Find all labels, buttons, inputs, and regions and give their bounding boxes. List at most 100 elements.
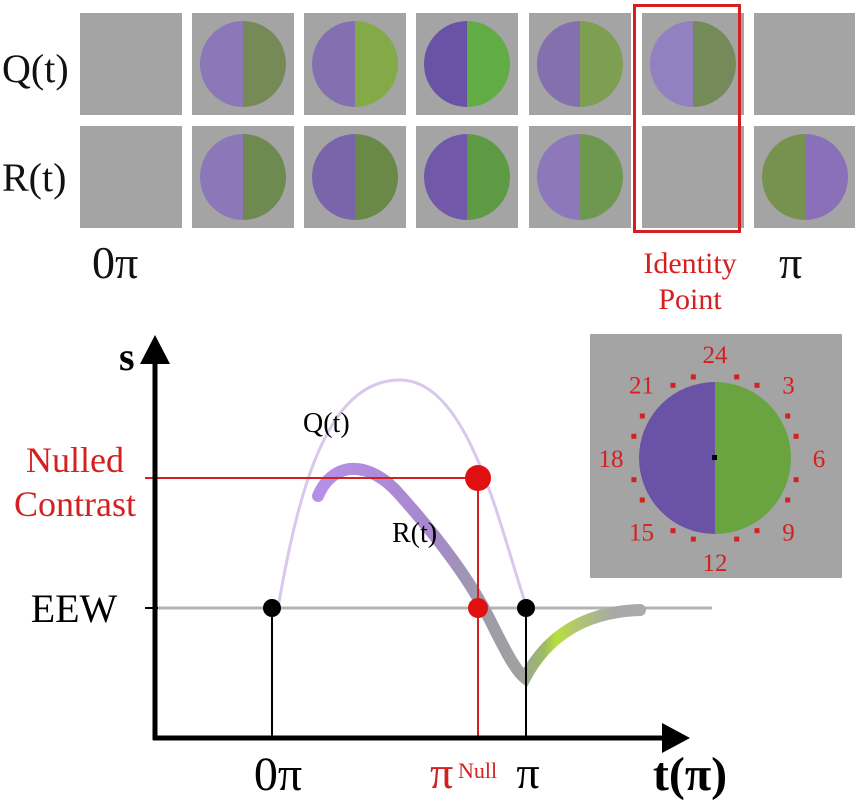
clock-tick-mark bbox=[754, 382, 760, 388]
clock-tick-mark bbox=[734, 374, 740, 380]
q-tile-2 bbox=[304, 13, 406, 115]
disc-left-half bbox=[650, 21, 693, 107]
identity-point-line2: Point bbox=[658, 283, 722, 316]
x-tick-null-pi: π bbox=[430, 747, 453, 798]
disc-left-half bbox=[200, 21, 243, 107]
half-disc-icon bbox=[200, 21, 286, 107]
clock-label: 15 bbox=[629, 520, 654, 547]
clock-tick-mark bbox=[690, 374, 696, 380]
clock-left-half bbox=[639, 382, 715, 534]
half-disc-icon bbox=[537, 21, 623, 107]
r-curve-label: R(t) bbox=[392, 518, 437, 549]
tile-label-pi: π bbox=[779, 237, 803, 288]
point-nulled-contrast bbox=[465, 465, 491, 491]
disc-left-half bbox=[312, 21, 355, 107]
clock-tick-mark bbox=[690, 536, 696, 542]
clock-tick-mark bbox=[754, 528, 760, 534]
disc-right-half bbox=[467, 21, 510, 107]
half-disc-icon bbox=[650, 21, 736, 107]
clock-marks bbox=[631, 374, 799, 542]
disc-right-half bbox=[580, 21, 623, 107]
clock-label: 9 bbox=[782, 520, 795, 547]
y-axis-arrow bbox=[140, 335, 170, 364]
q-tile-3 bbox=[416, 13, 518, 115]
clock-label: 12 bbox=[703, 550, 728, 577]
disc-left-half bbox=[537, 134, 580, 220]
r-tile-2 bbox=[304, 126, 406, 228]
disc-right-half bbox=[355, 134, 398, 220]
q-tile-6 bbox=[754, 13, 855, 115]
clock-center-dot bbox=[712, 455, 717, 460]
r-tile-5 bbox=[642, 126, 744, 228]
half-disc-icon bbox=[312, 21, 398, 107]
disc-right-half bbox=[580, 134, 623, 220]
x-tick-zero-pi: 0π bbox=[254, 748, 302, 801]
r-tile-4 bbox=[529, 126, 631, 228]
identity-point-line1: Identity bbox=[643, 247, 737, 280]
clock-tick-mark bbox=[785, 413, 791, 419]
clock-right-half bbox=[715, 382, 791, 534]
clock-svg: 24 3 6 9 12 15 18 21 bbox=[599, 342, 826, 577]
disc-right-half bbox=[805, 134, 848, 220]
point-r-at-null bbox=[468, 598, 488, 618]
clock-tick-mark bbox=[639, 413, 645, 419]
identity-point-label: Identity Point bbox=[620, 246, 760, 318]
r-tile-0 bbox=[80, 126, 182, 228]
q-tile-1 bbox=[192, 13, 294, 115]
r-curve bbox=[312, 462, 646, 688]
clock-tick-mark bbox=[793, 477, 799, 483]
half-disc-icon bbox=[200, 134, 286, 220]
clock-label: 3 bbox=[782, 373, 795, 400]
disc-left-half bbox=[200, 134, 243, 220]
row-label-q: Q(t) bbox=[2, 46, 69, 91]
clock-tick-mark bbox=[670, 528, 676, 534]
clock-panel: 24 3 6 9 12 15 18 21 bbox=[590, 334, 842, 578]
clock-tick-mark bbox=[734, 536, 740, 542]
q-tile-5 bbox=[642, 13, 744, 115]
disc-right-half bbox=[243, 21, 286, 107]
disc-right-half bbox=[693, 21, 736, 107]
q-curve bbox=[276, 378, 529, 609]
y-axis-label: s bbox=[119, 334, 135, 379]
clock-label: 21 bbox=[629, 373, 654, 400]
disc-left-half bbox=[312, 134, 355, 220]
x-axis-label: t(π) bbox=[653, 748, 727, 801]
disc-left-half bbox=[762, 134, 805, 220]
half-disc-icon bbox=[424, 134, 510, 220]
eew-label: EEW bbox=[31, 586, 118, 631]
half-disc-icon bbox=[424, 21, 510, 107]
half-disc-icon bbox=[762, 134, 848, 220]
q-tile-0 bbox=[80, 13, 182, 115]
clock-tick-mark bbox=[785, 497, 791, 503]
clock-tick-mark bbox=[631, 433, 637, 439]
q-curve-label: Q(t) bbox=[303, 408, 350, 439]
tile-label-zero-pi: 0π bbox=[92, 237, 139, 288]
r-tile-6 bbox=[754, 126, 855, 228]
nulled-label-line1: Nulled bbox=[26, 440, 124, 480]
disc-left-half bbox=[537, 21, 580, 107]
point-zero-pi bbox=[263, 599, 281, 617]
disc-right-half bbox=[467, 134, 510, 220]
identity-point-box bbox=[633, 4, 741, 233]
clock-label: 24 bbox=[703, 342, 729, 369]
clock-tick-mark bbox=[639, 497, 645, 503]
x-tick-pi: π bbox=[516, 747, 539, 798]
disc-left-half bbox=[424, 21, 467, 107]
x-tick-null-sub: Null bbox=[458, 758, 497, 783]
clock-tick-mark bbox=[670, 382, 676, 388]
disc-right-half bbox=[355, 21, 398, 107]
q-tile-4 bbox=[529, 13, 631, 115]
half-disc-icon bbox=[537, 134, 623, 220]
clock-label: 18 bbox=[599, 446, 624, 473]
r-tile-3 bbox=[416, 126, 518, 228]
nulled-label-line2: Contrast bbox=[14, 484, 136, 524]
clock-tick-mark bbox=[793, 433, 799, 439]
point-pi bbox=[517, 599, 535, 617]
row-label-r: R(t) bbox=[2, 155, 67, 200]
half-disc-icon bbox=[312, 134, 398, 220]
clock-label: 6 bbox=[813, 446, 826, 473]
clock-tick-mark bbox=[631, 477, 637, 483]
r-tile-1 bbox=[192, 126, 294, 228]
disc-right-half bbox=[243, 134, 286, 220]
